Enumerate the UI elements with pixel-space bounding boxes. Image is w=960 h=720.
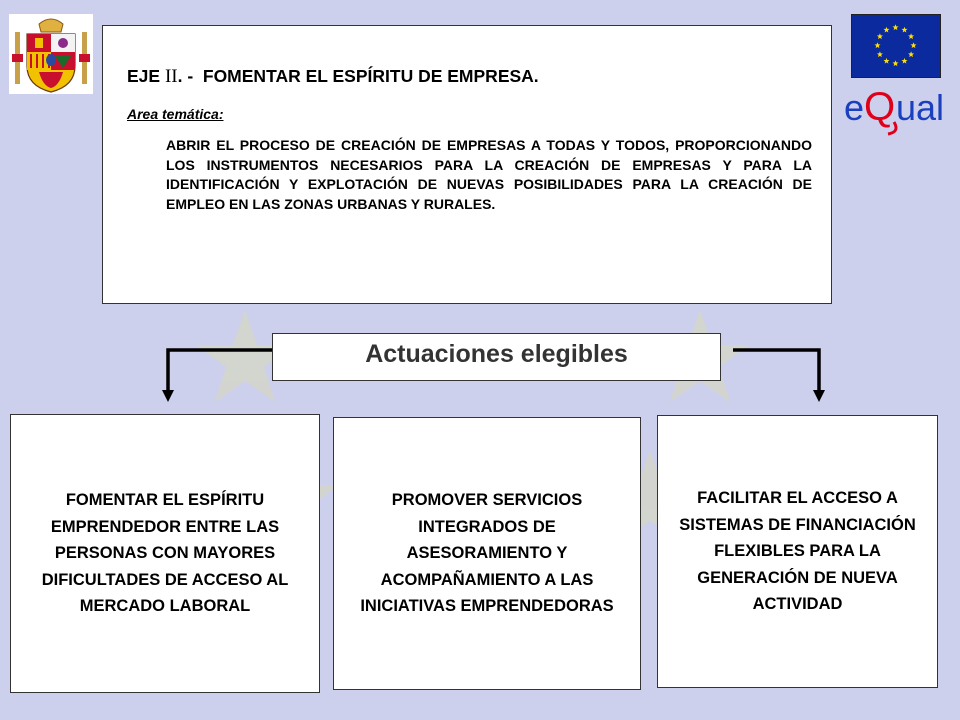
equal-logo-ual: ual xyxy=(896,87,944,128)
eligible-actions-title: Actuaciones elegibles xyxy=(365,340,628,368)
spain-coat-of-arms-icon xyxy=(9,14,93,94)
eu-star-icon xyxy=(908,33,915,40)
thematic-area-label: Area temática: xyxy=(127,106,224,122)
equal-logo-e: e xyxy=(844,87,864,128)
action-text: FACILITAR EL ACCESO A SISTEMAS DE FINANC… xyxy=(679,489,916,614)
action-box-financing: FACILITAR EL ACCESO A SISTEMAS DE FINANC… xyxy=(657,415,938,688)
bg-star xyxy=(601,450,699,542)
action-box-entrepreneurship: FOMENTAR EL ESPÍRITU EMPRENDEDOR ENTRE L… xyxy=(10,414,320,693)
action-text: FOMENTAR EL ESPÍRITU EMPRENDEDOR ENTRE L… xyxy=(41,491,289,616)
equal-logo-q: Q xyxy=(864,85,895,129)
action-text: PROMOVER SERVICIOS INTEGRADOS DE ASESORA… xyxy=(360,491,614,616)
eu-star-icon xyxy=(883,57,890,64)
eligible-actions-title-box: Actuaciones elegibles xyxy=(272,333,721,381)
eu-star-icon xyxy=(901,26,908,33)
thematic-area-text: ABRIR EL PROCESO DE CREACIÓN DE EMPRESAS… xyxy=(166,137,812,212)
eu-star-icon xyxy=(901,57,908,64)
equal-logo-icon: e Q ual xyxy=(842,78,958,136)
eu-star-icon xyxy=(874,42,881,49)
eu-star-icon xyxy=(883,26,890,33)
axis-roman-numeral: II xyxy=(164,66,178,87)
eu-star-icon xyxy=(908,51,915,58)
axis-title: EJE II. - FOMENTAR EL ESPÍRITU DE EMPRES… xyxy=(127,66,539,88)
axis-prefix: EJE xyxy=(127,66,161,86)
axis-header-panel: EJE II. - FOMENTAR EL ESPÍRITU DE EMPRES… xyxy=(102,25,832,304)
eu-star-icon xyxy=(876,33,883,40)
eu-star-icon xyxy=(892,24,899,31)
eu-star-icon xyxy=(876,51,883,58)
action-box-advisory-services: PROMOVER SERVICIOS INTEGRADOS DE ASESORA… xyxy=(333,417,641,690)
eu-star-icon xyxy=(910,42,917,49)
axis-title-text: . - FOMENTAR EL ESPÍRITU DE EMPRESA. xyxy=(177,66,539,86)
eu-star-icon xyxy=(892,60,899,67)
eu-flag-icon xyxy=(851,14,941,78)
